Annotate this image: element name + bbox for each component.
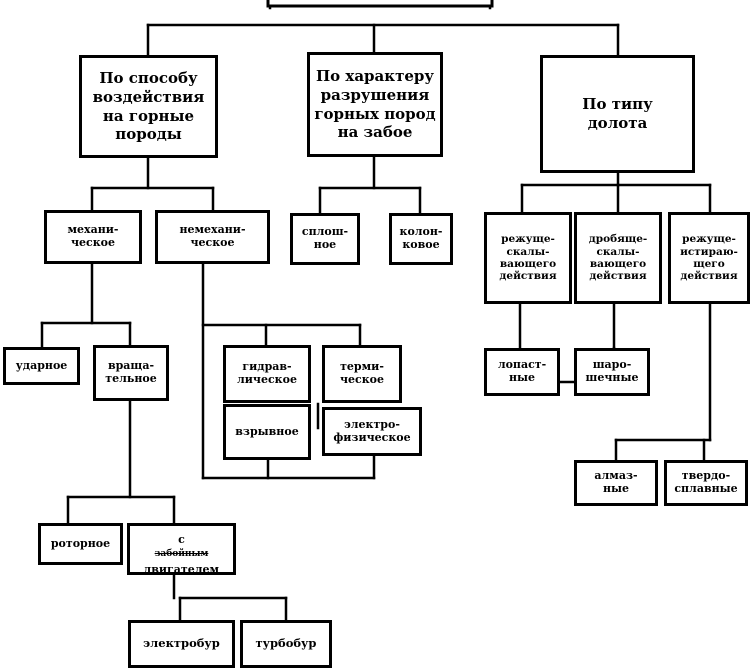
drive-turbodrill: турбобур [240,620,332,668]
criterion-impact-method: По способу воздействия на горные породы [79,55,218,158]
impact-electrophysical: электро- физическое [322,407,422,456]
bit-hard-alloy: твердо- сплавные [664,460,748,506]
impact-hydraulic: гидрав- лическое [223,345,311,403]
impact-thermal: терми- ческое [322,345,402,403]
drive-electrodrill: электробур [128,620,235,668]
impact-rotary-motion: враща- тельное [93,345,169,401]
downhole-motor-label-top: с забойным [154,526,209,560]
drive-rotor: роторное [38,523,123,565]
impact-mechanical: механи- ческое [44,210,142,264]
criterion-bit-type: По типу долота [540,55,695,173]
bit-cutting-shearing: режуще- скалы- вающего действия [484,212,572,304]
bit-blade: лопаст- ные [484,348,560,396]
bit-roller-cone: шаро- шечные [574,348,650,396]
downhole-motor-label-bottom: двигателем [143,562,220,575]
drive-downhole-motor: с забойным двигателем [127,523,236,575]
destruction-solid: сплош- ное [290,213,360,265]
impact-non-mechanical: немехани- ческое [155,210,270,264]
downhole-prefix: с [178,533,185,547]
destruction-annular: колон- ковое [389,213,453,265]
impact-explosive: взрывное [223,404,311,460]
downhole-struck-text: забойным [154,549,209,559]
bit-crushing-shearing: дробяще- скалы- вающего действия [574,212,662,304]
bit-cutting-abrading: режуще- истираю- щего действия [668,212,750,304]
bit-diamond: алмаз- ные [574,460,658,506]
impact-percussive: ударное [3,347,80,385]
criterion-destruction-character: По характеру разрушения горных пород на … [307,52,443,157]
